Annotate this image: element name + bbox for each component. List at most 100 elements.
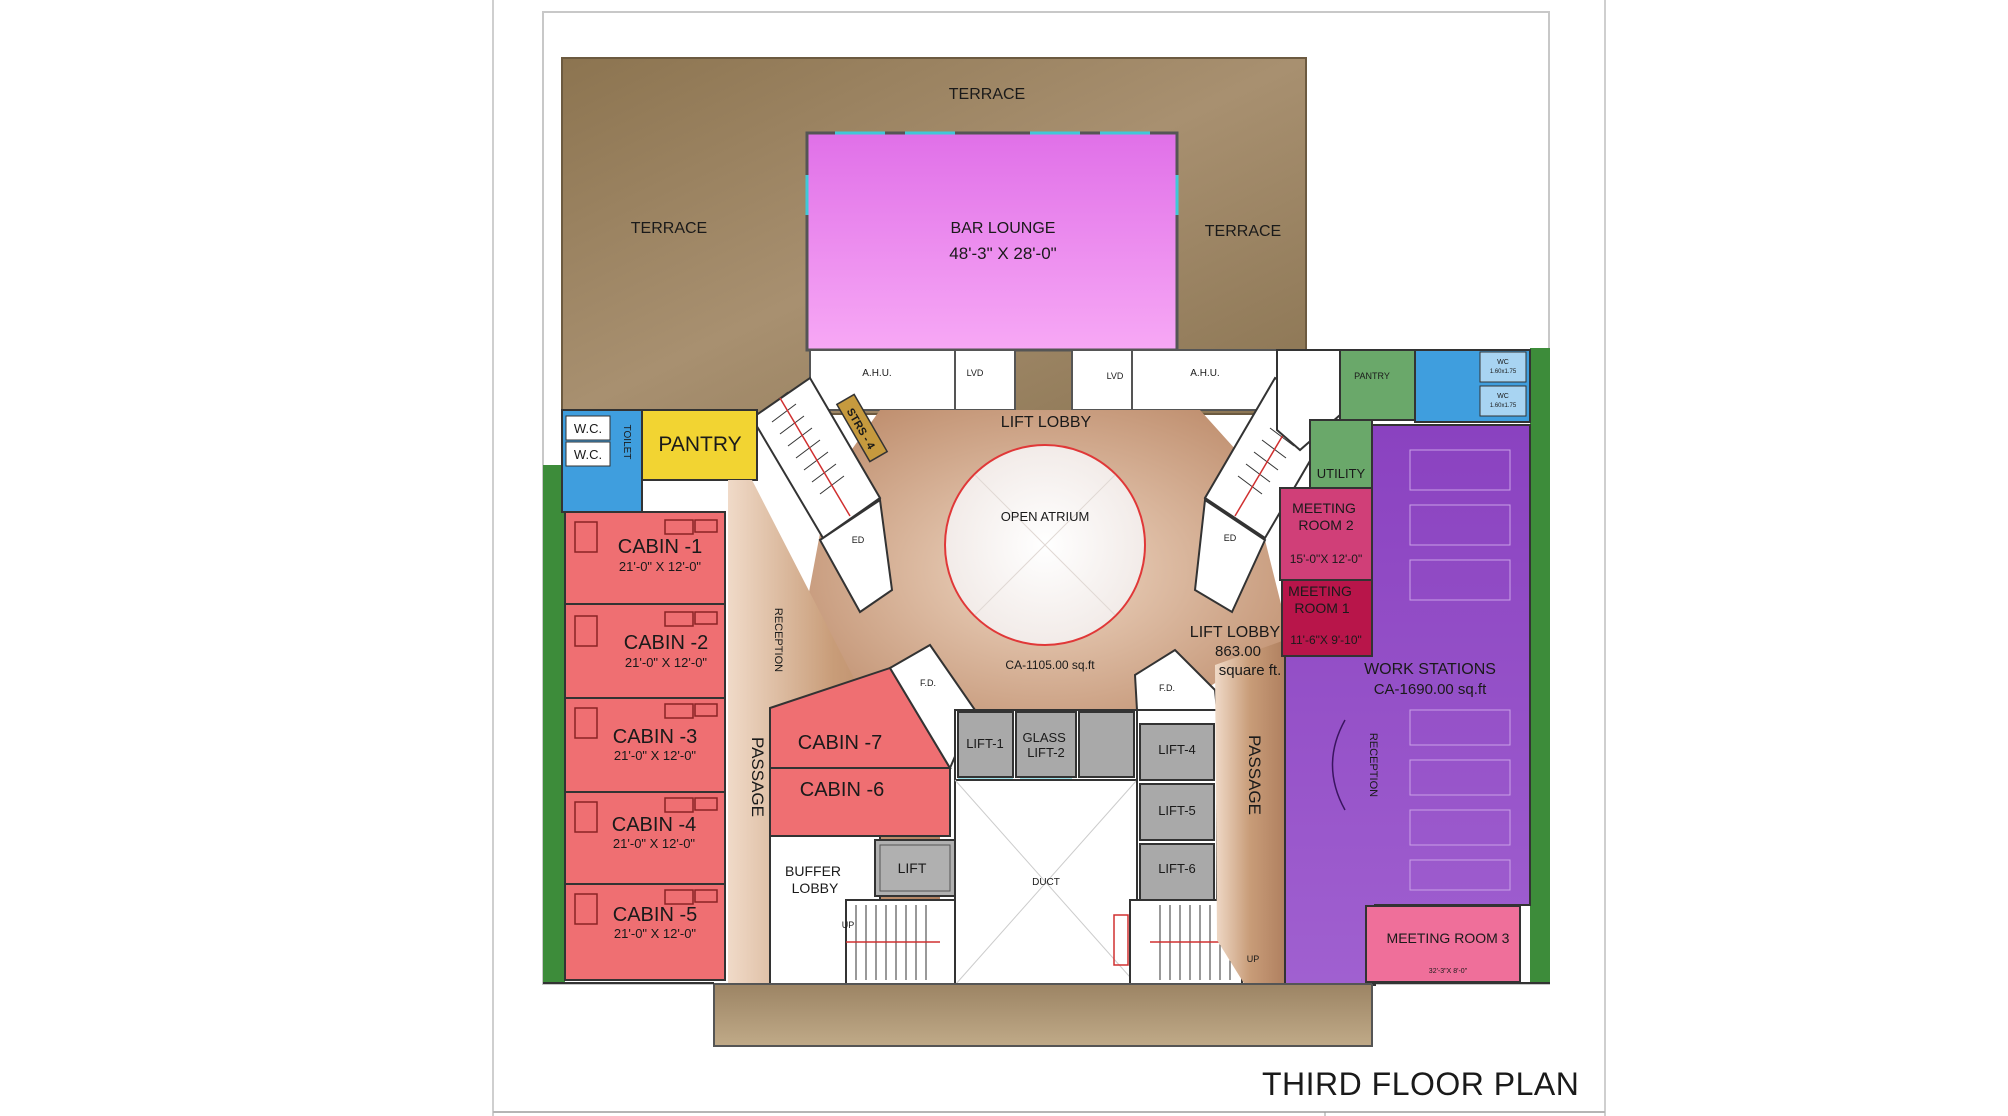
cabin-4-room: CABIN -4 21'-0" X 12'-0" — [564, 791, 726, 885]
fd-left-label: F.D. — [920, 678, 936, 688]
left-staircase: ED — [750, 376, 894, 614]
meeting-room-1-label: MEETING ROOM 1 — [1288, 583, 1356, 616]
lvd-right-room: LVD — [1071, 349, 1133, 411]
cabin-5-size: 21'-0" X 12'-0" — [614, 926, 697, 941]
cabin-6-room: CABIN -6 — [769, 767, 951, 837]
ahu-left-label: A.H.U. — [862, 368, 891, 379]
passage-left-label: PASSAGE — [748, 737, 767, 817]
meeting-room-2-size: 15'-0"X 12'-0" — [1290, 552, 1362, 566]
meeting-room-2: MEETING ROOM 2 15'-0"X 12'-0" — [1279, 487, 1373, 581]
duct-label: DUCT — [1032, 877, 1060, 888]
cabin-2-label: CABIN -2 — [624, 632, 708, 654]
cabin-1-room: CABIN -1 21'-0" X 12'-0" — [564, 511, 726, 605]
glass-lift-2-label: GLASS LIFT-2 — [1023, 730, 1070, 760]
meeting-room-1-line-2: ROOM 1 — [1294, 600, 1349, 616]
glass-lift-2-shaft — [1015, 711, 1077, 778]
lift-3-shaft — [1078, 711, 1135, 778]
buffer-lobby-label: BUFFER LOBBY — [785, 863, 845, 896]
glass-lift-2-line-2: LIFT-2 — [1027, 745, 1065, 760]
up-right-label: UP — [1247, 954, 1260, 964]
lvd-left-room: LVD — [954, 349, 1016, 411]
glass-lift-2-line-1: GLASS — [1023, 730, 1067, 745]
wc1-label: W.C. — [574, 421, 602, 436]
meeting-room-2-line-1: MEETING — [1292, 500, 1356, 516]
meeting-room-2-line-2: ROOM 2 — [1298, 517, 1353, 533]
lift-4-shaft — [1139, 723, 1215, 781]
cabin-1-size: 21'-0" X 12'-0" — [619, 559, 702, 574]
pantry-left-label: PANTRY — [658, 433, 741, 456]
meeting-room-3: MEETING ROOM 3 32'-3"X 8'-0" — [1365, 905, 1521, 983]
wc-right-1-label: WC — [1497, 359, 1509, 366]
lift-1-shaft — [957, 711, 1014, 778]
terrace-left-label: TERRACE — [631, 220, 707, 237]
workstation-desks — [1409, 449, 1511, 891]
green-edge-right — [1530, 348, 1550, 983]
terrace-top-label: TERRACE — [949, 86, 1025, 103]
wc-right-2-label: WC — [1497, 393, 1509, 400]
lift-6-label: LIFT-6 — [1158, 861, 1196, 876]
lift-5-label: LIFT-5 — [1158, 803, 1196, 818]
ed-left-label: ED — [852, 535, 865, 545]
utility-room — [1309, 419, 1373, 489]
meeting-room-1: MEETING ROOM 1 11'-6"X 9'-10" — [1281, 579, 1373, 657]
cabins-group: CABIN -1 21'-0" X 12'-0" CABIN -2 21'-0"… — [564, 511, 726, 981]
cabin-2-size: 21'-0" X 12'-0" — [625, 655, 708, 670]
reception-right-label: RECEPTION — [1367, 733, 1379, 797]
toilet-label: TOILET — [621, 425, 632, 460]
meeting-room-2-label: MEETING ROOM 2 — [1292, 500, 1360, 533]
bar-lounge-room — [805, 131, 1179, 352]
work-stations-label: WORK STATIONS — [1364, 661, 1496, 678]
bar-lounge-label: BAR LOUNGE — [951, 220, 1056, 237]
wc2-label: W.C. — [574, 447, 602, 462]
work-stations-room: WORK STATIONS CA-1690.00 sq.ft RECEPTION — [1284, 424, 1531, 986]
meeting-room-1-line-1: MEETING — [1288, 583, 1352, 599]
lift-1-label: LIFT-1 — [966, 736, 1004, 751]
cabin-furniture — [574, 519, 718, 925]
wc-right-2-size: 1.60x1.75 — [1490, 403, 1517, 409]
meeting-room-3-size: 32'-3"X 8'-0" — [1429, 968, 1468, 975]
passage-right-label: PASSAGE — [1245, 735, 1264, 815]
lift-lobby-top-label: LIFT LOBBY — [1001, 414, 1092, 431]
bottom-terrace — [713, 983, 1373, 1047]
top-right-services: PANTRY WC 1.60x1.75 WC 1.60x1.75 UTILITY — [1276, 349, 1531, 489]
duct-area: DUCT — [954, 779, 1138, 986]
lift-small-room: LIFT — [874, 839, 956, 897]
ahu-right-label: A.H.U. — [1190, 368, 1219, 379]
work-stations-area: CA-1690.00 sq.ft — [1374, 681, 1487, 698]
lift-lobby-right-area: 863.00 — [1215, 643, 1261, 660]
lift-4-label: LIFT-4 — [1158, 742, 1196, 757]
bar-lounge-windows — [805, 131, 1179, 215]
bar-lounge-size: 48'-3" X 28'-0" — [949, 244, 1056, 263]
cabin-3-room: CABIN -3 21'-0" X 12'-0" — [564, 697, 726, 793]
green-edge-left — [543, 465, 565, 983]
lift-lobby-right-unit: square ft. — [1219, 662, 1282, 679]
cabin-2-room: CABIN -2 21'-0" X 12'-0" — [564, 603, 726, 699]
cabin-3-size: 21'-0" X 12'-0" — [614, 748, 697, 763]
lift-small-label: LIFT — [898, 860, 927, 876]
right-passage — [1215, 640, 1285, 985]
lift-core: LIFT-1 GLASS LIFT-2 — [954, 709, 1138, 782]
pantry-left-room: PANTRY — [641, 409, 758, 481]
wc-right-1-size: 1.60x1.75 — [1490, 369, 1517, 375]
cabin-4-size: 21'-0" X 12'-0" — [613, 836, 696, 851]
ed-right-label: ED — [1224, 533, 1237, 543]
cabin-7-label: CABIN -7 — [798, 732, 882, 754]
meeting-room-1-size: 11'-6"X 9'-10" — [1290, 633, 1362, 647]
ahu-right-room: A.H.U. — [1131, 349, 1278, 411]
buffer-lobby-line-2: LOBBY — [792, 880, 839, 896]
atrium-area-label: CA-1105.00 sq.ft — [1005, 658, 1095, 672]
cabin-1-label: CABIN -1 — [618, 536, 702, 558]
terrace-right-label: TERRACE — [1205, 223, 1281, 240]
plan-title: THIRD FLOOR PLAN — [1262, 1066, 1580, 1102]
meeting-room-3-label: MEETING ROOM 3 — [1387, 930, 1510, 946]
lift-5-shaft — [1139, 783, 1215, 841]
reception-left-label: RECEPTION — [772, 608, 784, 672]
pantry-right-room — [1339, 349, 1416, 421]
left-bottom-staircase: UP — [842, 899, 973, 986]
buffer-lobby-line-1: BUFFER — [785, 863, 841, 879]
cabin-5-room: CABIN -5 21'-0" X 12'-0" — [564, 883, 726, 981]
toilet-block: W.C. W.C. TOILET — [561, 409, 643, 513]
lvd-right-label: LVD — [1107, 371, 1124, 381]
pantry-right-label: PANTRY — [1354, 371, 1390, 381]
